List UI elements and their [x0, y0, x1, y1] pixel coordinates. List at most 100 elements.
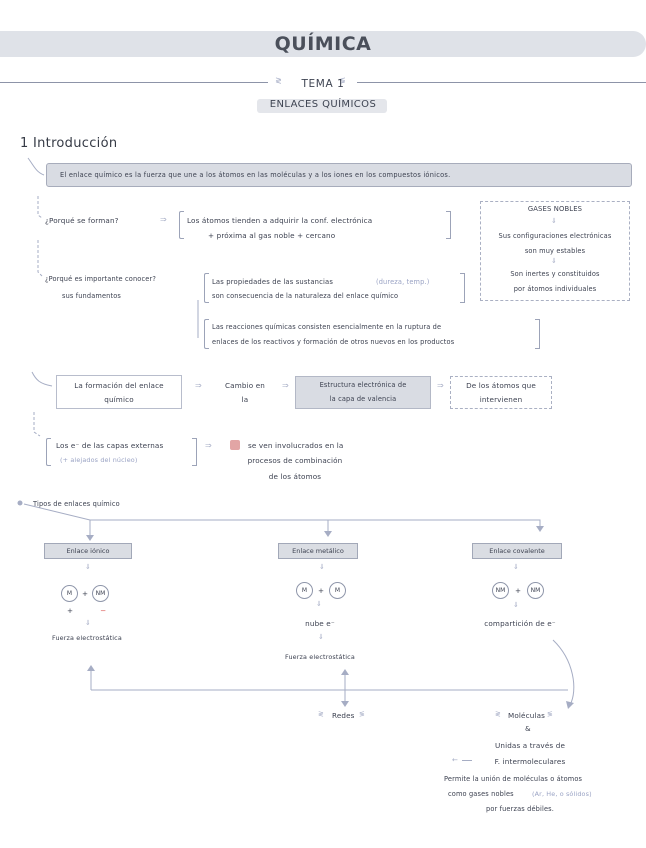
reason-1-line-1: Las propiedades de las sustancias	[212, 278, 334, 286]
arrow-down-icon: ⇓	[513, 601, 519, 609]
flow-step-1-line-2: químico	[104, 395, 134, 404]
moleculas-line-2: F. intermoleculares	[494, 757, 566, 766]
why-form-answer-1: Los átomos tienden a adquirir la conf. e…	[187, 216, 373, 225]
noble-gases-line-4: por átomos individuales	[513, 285, 597, 293]
why-important-question-2: sus fundamentos	[62, 292, 122, 300]
bracket-left	[204, 319, 209, 349]
moleculas-line-3: Permite la unión de moléculas o átomos	[444, 775, 583, 783]
electrons-line-1: Los e⁻ de las capas externas	[56, 441, 164, 450]
arrow-down-icon: ⇓	[316, 600, 322, 608]
highlight-icon	[230, 440, 240, 450]
moleculas-amp: &	[525, 724, 531, 733]
ionic-result: Fuerza electrostática	[52, 634, 122, 642]
noble-gases-line-2: son muy estables	[524, 247, 586, 255]
electrons-result-2: procesos de combinación	[247, 456, 343, 465]
arrow-down-icon: ⇓	[85, 563, 91, 571]
section-heading: 1 Introducción	[20, 136, 118, 151]
noble-gases-line-1: Sus configuraciones electrónicas	[498, 232, 612, 240]
bracket-left	[204, 273, 209, 303]
metallic-atom-2: M	[329, 582, 346, 599]
arrow-down-icon: ⇓	[551, 257, 557, 265]
connector-line	[462, 760, 472, 761]
reason-2-line-2: enlaces de los reactivos y formación de …	[212, 338, 455, 346]
arrow-right-icon: ⇒	[282, 381, 289, 390]
bracket-right	[446, 211, 451, 239]
squiggle-icon: ≷	[495, 710, 501, 718]
bracket-right	[535, 319, 540, 349]
ionic-label: Enlace iónico	[44, 543, 132, 559]
reason-1-paren: (dureza, temp.)	[376, 278, 430, 286]
ionic-plus: +	[82, 589, 89, 598]
noble-gases-line-3: Son inertes y constituidos	[510, 270, 600, 278]
moleculas-line-5: por fuerzas débiles.	[485, 805, 554, 813]
noble-gases-box	[480, 201, 630, 301]
flow-step-4-box	[450, 376, 552, 409]
types-heading: Tipos de enlaces químico	[33, 500, 120, 508]
redes-label: Redes	[332, 711, 355, 720]
flow-step-3-box	[295, 376, 431, 409]
title-bar	[0, 31, 646, 57]
flow-step-3-line-1: Estructura electrónica de	[319, 381, 407, 389]
why-important-question-1: ¿Porqué es importante conocer?	[45, 275, 156, 283]
arrow-right-icon: ⇒	[437, 381, 444, 390]
flow-step-2-line-2: la	[241, 395, 249, 404]
ionic-charge-1: +	[67, 606, 74, 615]
moleculas-line-1: Unidas a través de	[494, 741, 566, 750]
subtitle-highlight	[257, 99, 387, 113]
arrow-down-icon: ⇓	[551, 217, 557, 225]
arrow-down-icon: ⇓	[513, 563, 519, 571]
arrow-down-icon: ⇓	[319, 563, 325, 571]
covalent-plus: +	[515, 586, 522, 595]
moleculas-label: Moléculas	[508, 711, 546, 720]
definition-text: El enlace químico es la fuerza que une a…	[60, 171, 451, 179]
reason-1-line-2: son consecuencia de la naturaleza del en…	[212, 292, 399, 300]
definition-box	[46, 163, 632, 187]
moleculas-line-4a: como gases nobles	[448, 790, 514, 798]
covalent-result: compartición de e⁻	[484, 619, 556, 628]
metallic-result: Fuerza electrostática	[285, 653, 355, 661]
electrons-result-1: se ven involucrados en la	[248, 441, 344, 450]
covalent-atom-2: NM	[527, 582, 544, 599]
squiggle-icon: ≶	[547, 710, 553, 718]
squiggle-icon: ≷	[275, 76, 282, 85]
bracket-left	[179, 211, 184, 239]
arrow-down-icon: ⇓	[85, 619, 91, 627]
noble-gases-title: GASES NOBLES	[527, 205, 583, 213]
bracket-right	[192, 438, 197, 466]
flow-step-4-line-2: intervienen	[479, 395, 523, 404]
flow-step-2-line-1: Cambio en	[225, 381, 265, 390]
moleculas-line-4b: (Ar, He, o sólidos)	[532, 790, 592, 798]
metallic-atom-1: M	[296, 582, 313, 599]
squiggle-icon: ≷	[318, 710, 324, 718]
divider-right	[357, 82, 646, 83]
squiggle-icon: ≶	[359, 710, 365, 718]
covalent-label: Enlace covalente	[472, 543, 562, 559]
page-title: QUÍMICA	[274, 33, 372, 55]
covalent-atom-1: NM	[492, 582, 509, 599]
why-form-question: ¿Porqué se forman?	[45, 216, 119, 225]
tema-label: TEMA 1	[301, 78, 345, 90]
flow-step-4-line-1: De los átomos que	[466, 381, 536, 390]
flow-step-1-box	[56, 375, 182, 409]
flow-step-3-line-2: la capa de valencia	[329, 395, 397, 403]
metallic-label: Enlace metálico	[278, 543, 358, 559]
divider-left	[0, 82, 268, 83]
metallic-plus: +	[318, 586, 325, 595]
reason-2-line-1: Las reacciones químicas consisten esenci…	[212, 323, 442, 331]
arrow-down-icon: ⇓	[318, 633, 324, 641]
ionic-atom-2: NM	[92, 585, 109, 602]
arrow-right-icon: ⇒	[205, 441, 212, 450]
flow-step-1-line-1: La formación del enlace	[74, 381, 164, 390]
ionic-atom-1: M	[61, 585, 78, 602]
why-form-answer-2: + próxima al gas noble + cercano	[208, 231, 336, 240]
arrow-right-icon: ⇒	[195, 381, 202, 390]
bracket-left	[46, 438, 51, 466]
arrow-left-icon: ←	[452, 756, 458, 764]
arrow-right-icon: ⇒	[160, 215, 167, 224]
electrons-result-3: de los átomos	[268, 472, 322, 481]
electrons-paren: (+ alejados del núcleo)	[60, 456, 138, 464]
ionic-charge-2: −	[100, 606, 107, 615]
bracket-right	[460, 273, 465, 303]
subtitle: ENLACES QUÍMICOS	[269, 99, 377, 110]
